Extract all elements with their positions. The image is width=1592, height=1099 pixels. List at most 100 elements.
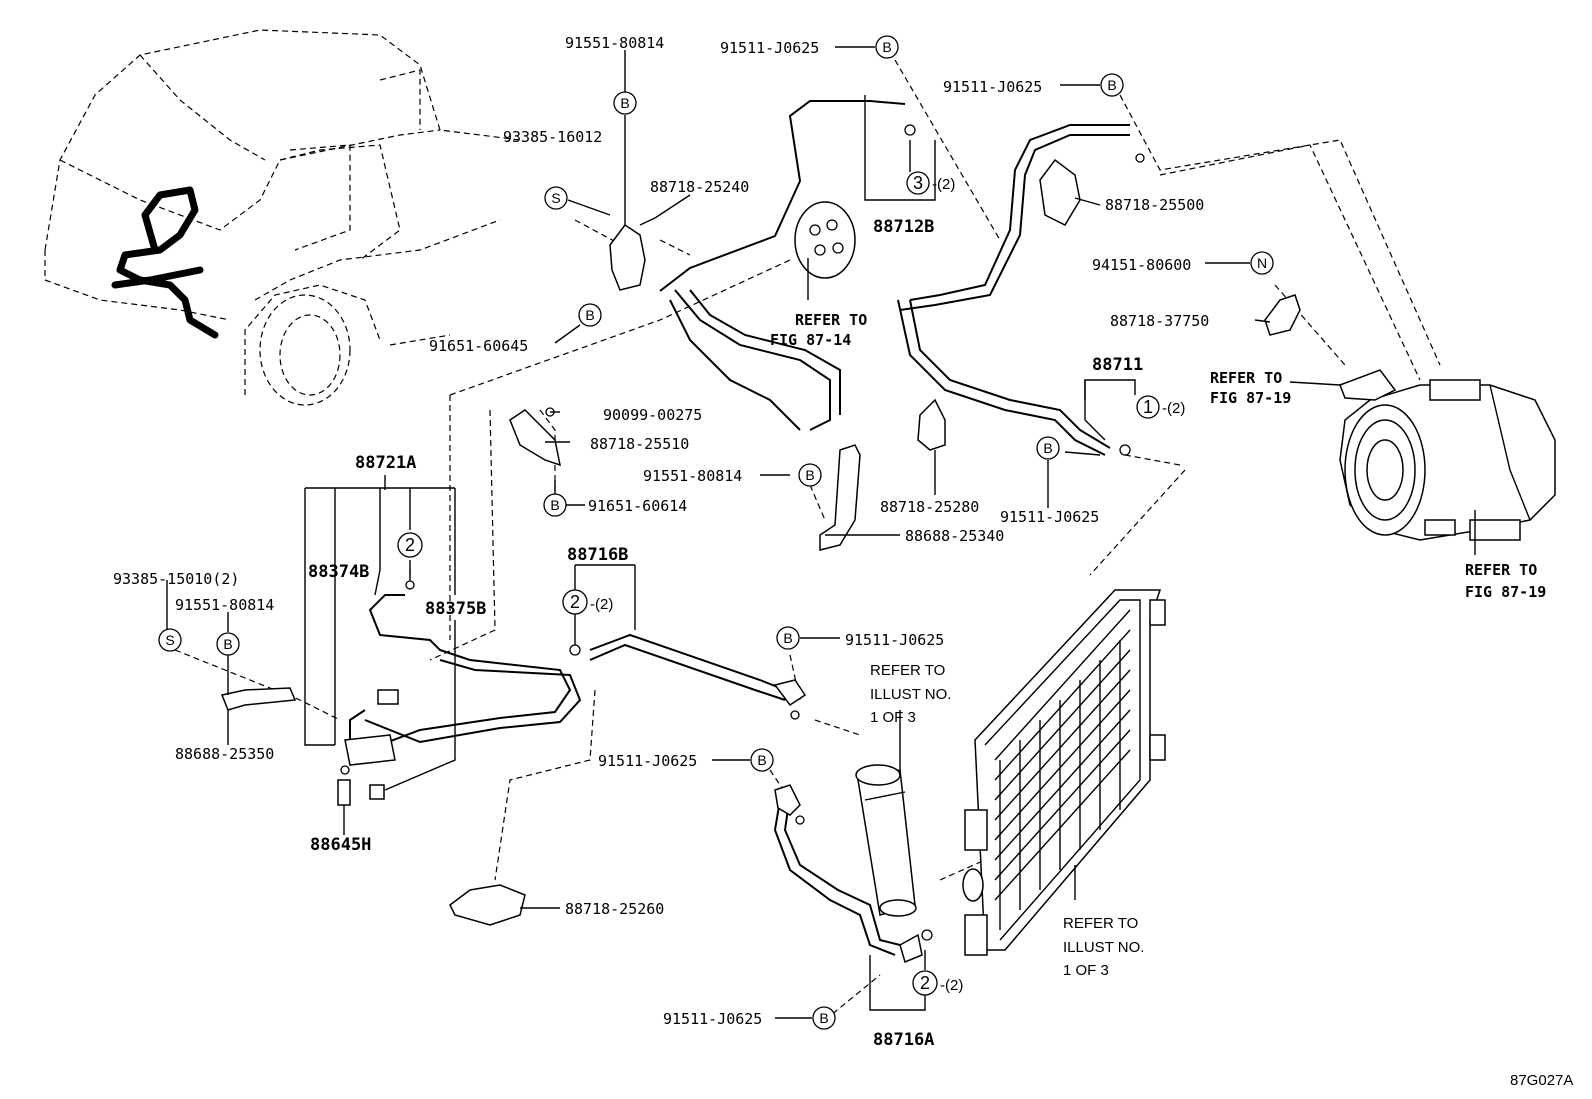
svg-text:B: B <box>783 630 792 646</box>
symbol-2-88721a: 2 <box>397 532 423 558</box>
svg-text:2: 2 <box>920 973 930 993</box>
label-88688-25350: 88688-25350 <box>175 745 274 763</box>
pulley-fig-87-14 <box>794 201 856 279</box>
label-91551-80814-top: 91551-80814 <box>565 34 664 52</box>
label-88718-25240: 88718-25240 <box>650 178 749 196</box>
label-88718-37750: 88718-37750 <box>1110 312 1209 330</box>
label-88712b: 88712B <box>873 217 934 237</box>
ref-fig-87-19-right-line2: FIG 87-19 <box>1465 583 1546 601</box>
ref-fig-87-14-line1: REFER TO <box>795 311 867 329</box>
label-94151-80600: 94151-80600 <box>1092 256 1191 274</box>
svg-text:B: B <box>882 39 891 55</box>
symbol-b-top-91551: B <box>613 91 637 115</box>
figure-code: 87G027A <box>1510 1072 1573 1089</box>
svg-text:2: 2 <box>570 592 580 612</box>
symbol-2-88716a: 2 <box>912 970 938 996</box>
leader-lines <box>166 46 1476 1019</box>
symbol-circles: B B B S 3 -(2) N B 1 -(2) B B B 2 2 -(2)… <box>158 35 1274 1030</box>
svg-text:B: B <box>550 497 559 513</box>
ref-dryer-line1: REFER TO <box>870 662 945 679</box>
ref-fig-87-19-right-line1: REFER TO <box>1465 561 1537 579</box>
ref-fig-87-14-line2: FIG 87-14 <box>770 331 851 349</box>
symbol-b-91651-60614: B <box>543 493 567 517</box>
symbol-b-91651-60645: B <box>578 303 602 327</box>
label-91511-j0625-bottom: 91511-J0625 <box>663 1010 762 1028</box>
qty-2-88716a: -(2) <box>940 977 963 994</box>
receiver-dryer <box>855 764 917 917</box>
engine-harness <box>111 186 219 339</box>
label-88716a: 88716A <box>873 1030 934 1050</box>
vehicle-outline <box>44 29 521 406</box>
svg-text:B: B <box>819 1010 828 1026</box>
svg-text:B: B <box>757 752 766 768</box>
pressure-switch-and-fittings <box>337 124 1145 941</box>
reference-notes: REFER TO FIG 87-14 REFER TO FIG 87-19 RE… <box>770 311 1546 979</box>
svg-text:S: S <box>551 190 560 206</box>
symbol-b-91511-mid: B <box>1036 436 1060 460</box>
symbol-b-left: B <box>216 632 240 656</box>
svg-text:B: B <box>1043 440 1052 456</box>
label-91551-80814-left: 91551-80814 <box>175 596 274 614</box>
label-90099-00275: 90099-00275 <box>603 406 702 424</box>
part-labels: 91551-80814 91511-J0625 91511-J0625 9338… <box>113 34 1209 1050</box>
symbol-b-bottom: B <box>812 1006 836 1030</box>
symbol-2-88716b: 2 <box>562 589 588 615</box>
symbol-s-top: S <box>544 186 568 210</box>
label-91511-j0625-low: 91511-J0625 <box>598 752 697 770</box>
label-88688-25340: 88688-25340 <box>905 527 1004 545</box>
label-91511-j0625-dryer: 91511-J0625 <box>845 631 944 649</box>
symbol-b-dryer: B <box>776 626 800 650</box>
symbol-b-top2: B <box>1100 73 1124 97</box>
svg-text:N: N <box>1257 255 1267 271</box>
symbol-b-low: B <box>750 748 774 772</box>
svg-text:1: 1 <box>1143 397 1153 417</box>
refrigerant-pipes <box>349 93 1130 956</box>
label-88374b: 88374B <box>308 562 369 582</box>
ref-fig-87-19-left-line2: FIG 87-19 <box>1210 389 1291 407</box>
svg-text:3: 3 <box>913 173 923 193</box>
label-91511-j0625-top1: 91511-J0625 <box>720 39 819 57</box>
condenser <box>962 589 1166 956</box>
compressor-magnetic-clutch <box>1339 379 1556 541</box>
label-88718-25280: 88718-25280 <box>880 498 979 516</box>
label-91651-60614: 91651-60614 <box>588 497 687 515</box>
label-88721a: 88721A <box>355 453 416 473</box>
ref-condenser-line1: REFER TO <box>1063 915 1138 932</box>
qty-2-88716b: -(2) <box>590 596 613 613</box>
ref-condenser-line2: ILLUST NO. <box>1063 939 1144 956</box>
clamps-brackets <box>220 158 1397 964</box>
svg-text:B: B <box>223 636 232 652</box>
label-88711: 88711 <box>1092 355 1143 375</box>
ref-dryer-line3: 1 OF 3 <box>870 709 916 726</box>
label-93385-16012: 93385-16012 <box>503 128 602 146</box>
symbol-b-top1: B <box>875 35 899 59</box>
svg-text:S: S <box>165 632 174 648</box>
label-91551-80814-mid: 91551-80814 <box>643 467 742 485</box>
label-88645h: 88645H <box>310 835 371 855</box>
symbol-1: 1 <box>1136 395 1160 419</box>
ref-dryer-line2: ILLUST NO. <box>870 686 951 703</box>
label-93385-15010: 93385-15010(2) <box>113 570 239 588</box>
label-88718-25500: 88718-25500 <box>1105 196 1204 214</box>
label-88718-25260: 88718-25260 <box>565 900 664 918</box>
symbol-n: N <box>1250 251 1274 275</box>
label-91511-j0625-mid: 91511-J0625 <box>1000 508 1099 526</box>
qty-1: -(2) <box>1162 400 1185 417</box>
svg-text:2: 2 <box>405 535 415 555</box>
svg-text:B: B <box>805 467 814 483</box>
symbol-b-91551-mid: B <box>798 463 822 487</box>
label-88375b: 88375B <box>425 599 486 619</box>
ref-fig-87-19-left-line1: REFER TO <box>1210 369 1282 387</box>
label-88718-25510: 88718-25510 <box>590 435 689 453</box>
dashed-leaders <box>174 59 1441 1021</box>
svg-text:B: B <box>1107 77 1116 93</box>
svg-text:B: B <box>620 95 629 111</box>
ref-condenser-line3: 1 OF 3 <box>1063 962 1109 979</box>
symbol-s-left: S <box>158 628 182 652</box>
label-91651-60645: 91651-60645 <box>429 337 528 355</box>
label-91511-j0625-top2: 91511-J0625 <box>943 78 1042 96</box>
svg-text:B: B <box>585 307 594 323</box>
qty-3: -(2) <box>932 176 955 193</box>
label-88716b: 88716B <box>567 545 628 565</box>
